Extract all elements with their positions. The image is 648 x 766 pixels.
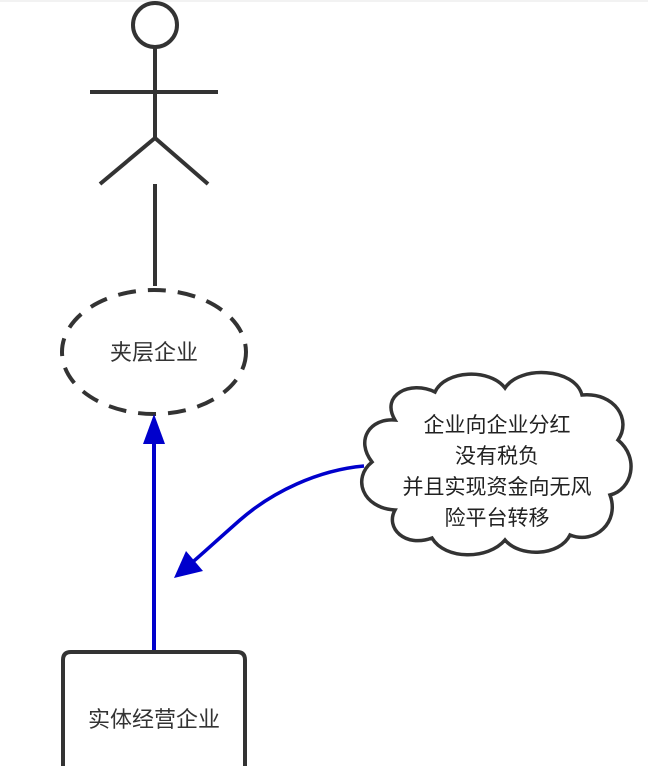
note-line-4: 险平台转移 bbox=[445, 506, 550, 530]
note-line-3: 并且实现资金向无风 bbox=[403, 475, 592, 499]
note-line-2: 没有税负 bbox=[455, 444, 539, 468]
note-cloud-shape bbox=[360, 370, 633, 557]
operating-company-node: 实体经营企业 bbox=[61, 650, 247, 766]
actor-head bbox=[131, 1, 179, 49]
note-pointer-arrow bbox=[186, 464, 365, 568]
operating-company-label: 实体经营企业 bbox=[88, 708, 220, 733]
operating-company-box bbox=[61, 650, 247, 766]
intermediate-company-node: 夹层企业 bbox=[60, 288, 248, 416]
note-cloud: 企业向企业分红 没有税负 并且实现资金向无风 险平台转移 bbox=[360, 370, 633, 557]
intermediate-company-label: 夹层企业 bbox=[110, 341, 198, 366]
actor-right-leg bbox=[153, 136, 210, 186]
note-line-1: 企业向企业分红 bbox=[424, 413, 571, 437]
actor-left-leg bbox=[98, 136, 157, 186]
actor-figure bbox=[90, 1, 218, 186]
note-pointer-arrowhead bbox=[174, 551, 203, 578]
funds-flow-arrowhead bbox=[143, 414, 165, 444]
